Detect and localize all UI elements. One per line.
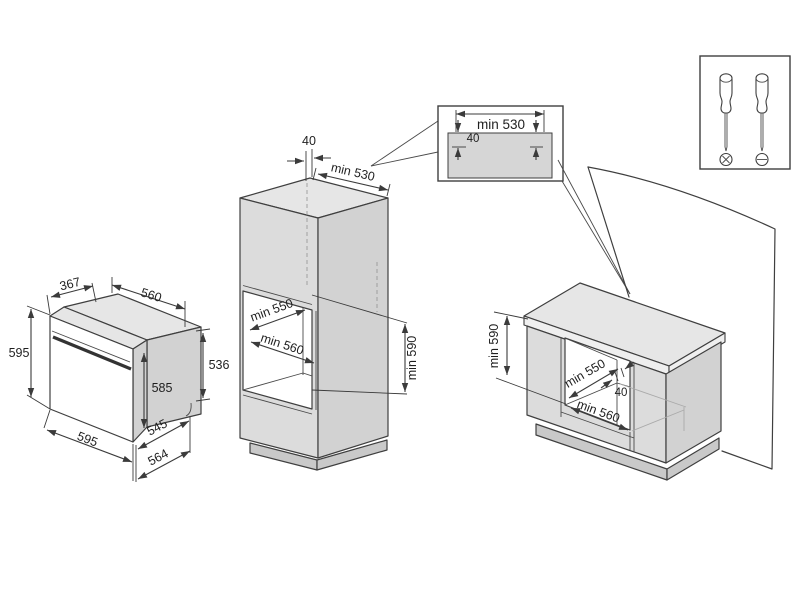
- dim-line-overall-depth: [137, 450, 191, 480]
- oven-carcass-side-face: [146, 326, 202, 428]
- hidden-niche-edge: [619, 383, 687, 408]
- required-tools-panel: [699, 55, 791, 170]
- oven-view: 367 560 595 585 536 595 545 564: [9, 275, 230, 482]
- panel-seam: [242, 394, 313, 415]
- callout-leader-line: [557, 159, 631, 295]
- dim-line-top-width: [111, 284, 186, 310]
- callout-leader-line: [561, 180, 631, 295]
- cross-slot: [722, 155, 730, 164]
- dim-label-oven-top-depth: 367: [58, 275, 82, 294]
- oven-door-handle: [52, 335, 132, 371]
- wall-outline: [587, 166, 776, 470]
- phillips-screwdriver-icon: [719, 73, 733, 167]
- niche-floor-back-edge: [302, 372, 312, 377]
- dim-label-vent-width: min 530: [477, 117, 525, 132]
- wall-panel: [587, 166, 776, 470]
- ext-line: [195, 328, 211, 332]
- vent-detail-inset: min 530 40: [437, 105, 631, 295]
- dim-label-vent-depth: 40: [467, 133, 480, 145]
- handle-top-line: [755, 77, 769, 83]
- ext-line: [46, 294, 51, 315]
- dim-label-oven-height: 595: [9, 346, 30, 360]
- tall-unit-side-face: [317, 197, 389, 459]
- dim-label-base-niche-height: min 590: [487, 324, 501, 369]
- dim-line-niche-depth: [568, 368, 619, 399]
- dim-label-tall-niche-height: min 590: [405, 336, 419, 381]
- niche-ceiling-seam: [565, 338, 618, 361]
- ext-line: [311, 389, 408, 395]
- dim-line-niche-width: [250, 341, 315, 364]
- dim-label-oven-overall-depth: 564: [146, 446, 171, 468]
- niche-floor-seam: [243, 372, 304, 391]
- ext-line: [43, 409, 51, 429]
- base-unit-view: min 590 min 550 40 min 560: [487, 282, 726, 481]
- ext-line: [311, 294, 408, 324]
- tick-line: [620, 367, 625, 378]
- ext-line: [26, 394, 51, 410]
- ext-line: [26, 305, 51, 316]
- tip: [724, 146, 728, 152]
- dim-label-base-rear-gap: 40: [615, 387, 628, 399]
- dim-arrow: [600, 379, 613, 389]
- panel-seam: [242, 285, 313, 305]
- dim-label-oven-body-height: 536: [209, 358, 230, 372]
- dim-label-oven-width: 595: [75, 429, 100, 450]
- oven-door-glass-line: [51, 330, 131, 363]
- dim-label-oven-door-height: 585: [152, 381, 173, 395]
- dim-line-width: [46, 429, 133, 463]
- dim-label-oven-top-width: 560: [139, 285, 163, 305]
- handle-top-line: [719, 77, 733, 83]
- ext-line: [195, 398, 211, 402]
- ext-line: [493, 311, 529, 320]
- dim-line-top-depth: [50, 285, 94, 298]
- dim-line-vent-width: [317, 172, 389, 192]
- callout-leader-line: [370, 120, 439, 167]
- oven-door-front-face: [49, 315, 134, 443]
- slotted-screwdriver-icon: [755, 73, 769, 167]
- hidden-niche-edge: [631, 409, 685, 432]
- tall-unit-view: 40 min 530 min 550 min 560 min 590: [239, 120, 439, 471]
- dim-line-niche-width: [570, 407, 629, 431]
- ext-line: [312, 167, 317, 181]
- wall-left-edge: [587, 166, 630, 298]
- ext-line: [495, 377, 567, 405]
- oven-side-curl-mark: [185, 402, 192, 417]
- dim-arrow: [624, 360, 635, 370]
- ext-line: [386, 183, 391, 197]
- tip: [760, 146, 764, 152]
- tools-frame: [699, 55, 791, 170]
- dim-label-tall-top-gap: 40: [302, 134, 316, 148]
- dim-line-body-depth: [137, 420, 190, 450]
- dim-label-tall-vent-width: min 530: [330, 160, 377, 184]
- base-unit-side-face: [665, 341, 722, 464]
- tick-line: [614, 371, 619, 382]
- tall-unit-plinth-side: [316, 439, 388, 471]
- base-unit-plinth-side: [666, 437, 720, 481]
- callout-leader-line: [370, 151, 439, 167]
- dim-line-niche-depth: [249, 309, 306, 331]
